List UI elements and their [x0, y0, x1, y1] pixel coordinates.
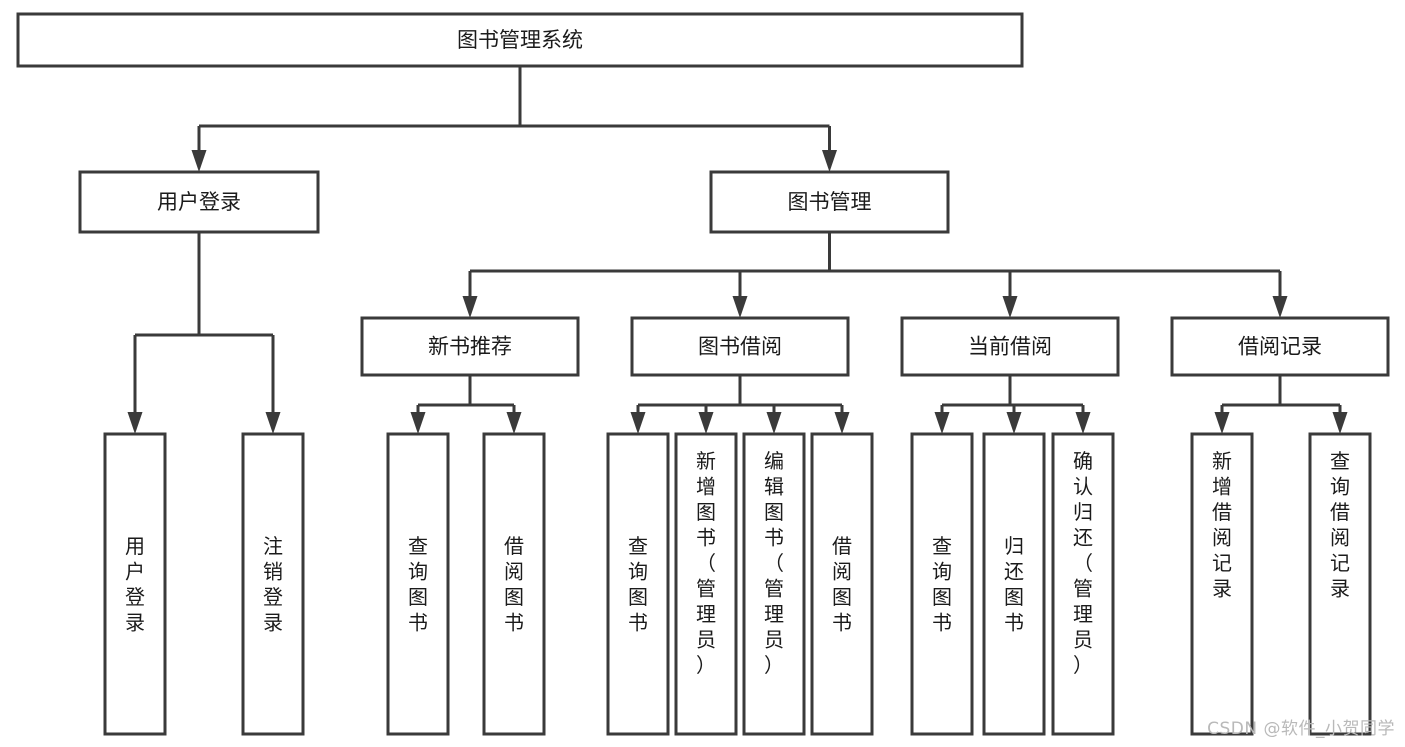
node-label: 图书管理: [788, 190, 872, 214]
node-leaf-borrow-book-2[interactable]: 借阅图书: [810, 432, 874, 736]
node-box: [1170, 316, 1390, 377]
node-label: 归还图书: [1004, 534, 1024, 635]
arrow-head-icon: [1075, 412, 1091, 434]
node-borrow-record[interactable]: 借阅记录: [1170, 316, 1390, 377]
node-box: [709, 170, 950, 234]
node-label: 查询图书: [408, 534, 428, 635]
node-box: [1051, 432, 1115, 736]
node-current-borrow[interactable]: 当前借阅: [900, 316, 1120, 377]
node-user-login[interactable]: 用户登录: [78, 170, 320, 234]
arrow-head-icon: [1332, 412, 1348, 434]
arrow-head-icon: [766, 412, 782, 434]
node-leaf-query-record[interactable]: 查询借阅记录: [1308, 432, 1372, 736]
node-leaf-query-book-3[interactable]: 查询图书: [910, 432, 974, 736]
node-label: 注销登录: [263, 534, 283, 635]
node-box: [810, 432, 874, 736]
node-box: [910, 432, 974, 736]
node-label: 查询借阅记录: [1330, 449, 1350, 601]
node-label: 确认归还（管理员）: [1073, 449, 1093, 677]
arrow-head-icon: [462, 296, 478, 318]
arrow-head-icon: [1214, 412, 1230, 434]
node-leaf-user-logout[interactable]: 注销登录: [241, 432, 305, 736]
arrow-head-icon: [191, 150, 207, 172]
node-box: [1190, 432, 1254, 736]
node-leaf-add-record[interactable]: 新增借阅记录: [1190, 432, 1254, 736]
node-label: 借阅记录: [1238, 335, 1322, 359]
node-box: [674, 432, 738, 736]
arrow-head-icon: [1002, 296, 1018, 318]
node-label: 查询图书: [932, 534, 952, 635]
node-box: [360, 316, 580, 377]
arrow-head-icon: [1006, 412, 1022, 434]
node-label: 编辑图书（管理员）: [764, 449, 784, 677]
arrow-head-icon: [732, 296, 748, 318]
node-label: 借阅图书: [504, 534, 524, 635]
arrow-head-icon: [822, 150, 837, 172]
node-label: 新书推荐: [428, 335, 512, 359]
node-leaf-return-book[interactable]: 归还图书: [982, 432, 1046, 736]
node-new-book-recommend[interactable]: 新书推荐: [360, 316, 580, 377]
node-leaf-user-login[interactable]: 用户登录: [103, 432, 167, 736]
node-box: [241, 432, 305, 736]
node-box: [982, 432, 1046, 736]
node-book-manage[interactable]: 图书管理: [709, 170, 950, 234]
node-leaf-query-book-1[interactable]: 查询图书: [386, 432, 450, 736]
node-box: [900, 316, 1120, 377]
arrow-head-icon: [127, 412, 143, 434]
node-leaf-query-book-2[interactable]: 查询图书: [606, 432, 670, 736]
node-box: [742, 432, 806, 736]
node-label: 用户登录: [125, 534, 145, 635]
arrow-head-icon: [934, 412, 950, 434]
node-box: [386, 432, 450, 736]
node-label: 新增借阅记录: [1212, 449, 1232, 601]
arrow-head-icon: [834, 412, 850, 434]
node-leaf-add-book[interactable]: 新增图书（管理员）: [674, 432, 738, 736]
arrow-head-icon: [410, 412, 426, 434]
node-label: 图书借阅: [698, 335, 782, 359]
node-box: [1308, 432, 1372, 736]
node-book-borrow[interactable]: 图书借阅: [630, 316, 850, 377]
arrow-head-icon: [265, 412, 281, 434]
nodes-layer: 图书管理系统用户登录图书管理新书推荐图书借阅当前借阅借阅记录用户登录注销登录查询…: [16, 12, 1390, 736]
node-label: 用户登录: [157, 190, 241, 214]
arrow-head-icon: [506, 412, 522, 434]
node-leaf-borrow-book-1[interactable]: 借阅图书: [482, 432, 546, 736]
edges-layer: [127, 66, 1348, 434]
arrow-head-icon: [698, 412, 714, 434]
node-box: [482, 432, 546, 736]
node-label: 当前借阅: [968, 335, 1052, 359]
node-leaf-edit-book[interactable]: 编辑图书（管理员）: [742, 432, 806, 736]
arrow-head-icon: [1272, 296, 1288, 318]
node-box: [16, 12, 1024, 68]
node-box: [103, 432, 167, 736]
node-leaf-confirm-return[interactable]: 确认归还（管理员）: [1051, 432, 1115, 736]
node-box: [78, 170, 320, 234]
arrow-head-icon: [630, 412, 646, 434]
node-box: [606, 432, 670, 736]
node-root[interactable]: 图书管理系统: [16, 12, 1024, 68]
node-label: 图书管理系统: [457, 28, 583, 52]
node-label: 借阅图书: [832, 534, 852, 635]
node-box: [630, 316, 850, 377]
node-label: 新增图书（管理员）: [696, 449, 716, 677]
node-label: 查询图书: [628, 534, 648, 635]
